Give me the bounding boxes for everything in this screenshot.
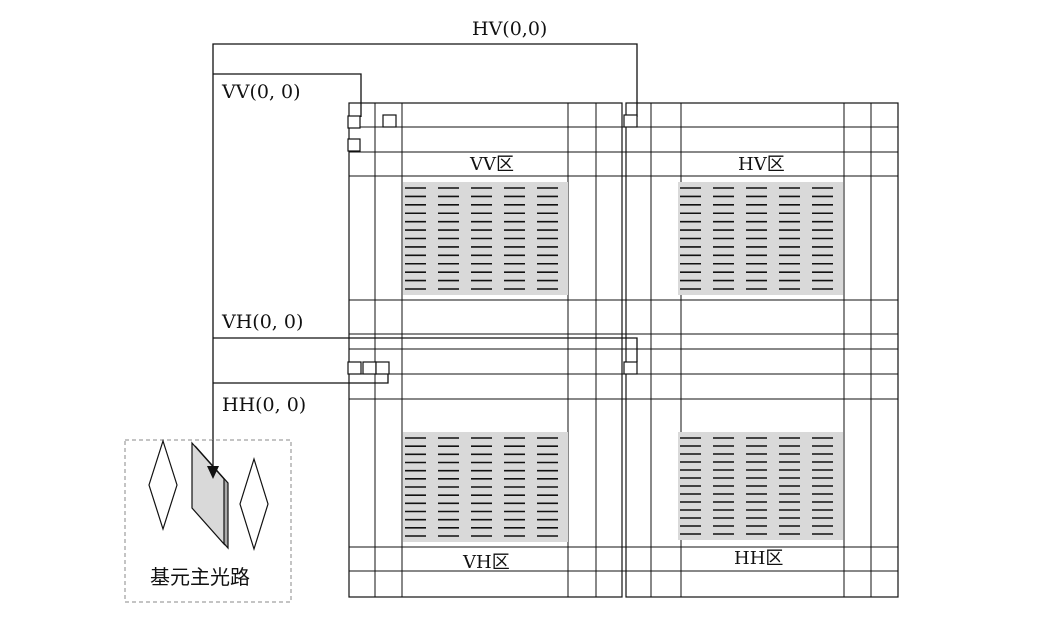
hh-path-line: [213, 370, 389, 384]
port-square: [347, 115, 361, 129]
zone-panels: [403, 182, 843, 542]
vh-path-line: [213, 337, 638, 362]
vv-path-label: VV(0, 0): [221, 81, 301, 103]
left-array-block: [348, 102, 623, 598]
vh-zone-label: VH区: [462, 552, 510, 573]
source-path-label: 基元主光路: [150, 565, 250, 589]
array-grid: [348, 102, 899, 598]
right-array-block: [625, 102, 899, 598]
port-square: [347, 361, 362, 375]
vv-zone-label: VV区: [469, 154, 514, 175]
port-square: [375, 361, 390, 375]
port-square: [347, 138, 361, 152]
lens-left-shape: [148, 439, 178, 531]
source-dashed-box: [124, 439, 292, 603]
port-square: [362, 361, 377, 375]
lens-shapes: [148, 439, 269, 552]
hh-path-label: HH(0, 0): [222, 394, 306, 416]
port-squares: [347, 114, 638, 375]
lens-right-shape: [239, 456, 269, 552]
hh-zone-label: HH区: [734, 548, 783, 569]
hv-path-label: HV(0,0): [472, 18, 547, 40]
hv-zone-label: HV区: [738, 154, 785, 175]
vh-path-label: VH(0, 0): [221, 311, 303, 333]
prism-shape: [191, 441, 229, 550]
hv-path-line: [212, 43, 638, 440]
port-square: [623, 361, 638, 375]
input-arrow-icon: [207, 466, 219, 479]
port-square: [623, 114, 638, 128]
port-square: [382, 114, 397, 128]
